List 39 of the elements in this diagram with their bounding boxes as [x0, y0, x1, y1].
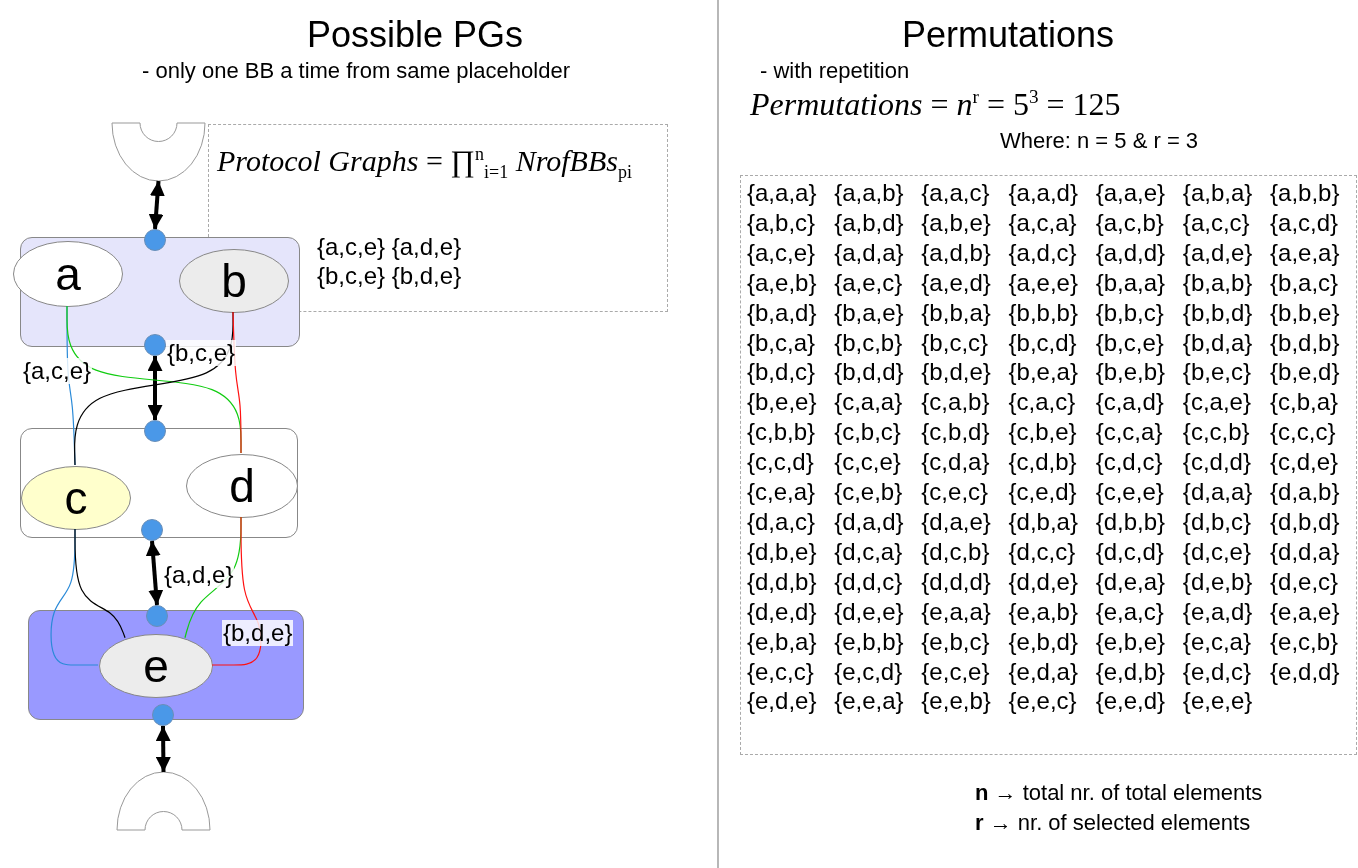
- node-label: e: [142, 639, 170, 694]
- placeholder-box: [20, 428, 298, 538]
- note: Where: n = 5 & r = 3: [1000, 128, 1199, 154]
- double-arrow: [148, 180, 165, 230]
- legend-note: r → nr. of selected elements: [975, 810, 1251, 836]
- permutation-list: {a,a,a} {a,a,b} {a,a,c} {a,a,d} {a,a,e} {a,b,a} {a,b,b} {a,b,c} {a,b,d} {a,b,e} {a,c,a} {a,c,b} {a,c,c} {a,c,d} {a,c,e} {a,d,a} {a,d,b} {a,d,c} {a,d,d} {a,d,e} {a,e,a} {a,e,b} {a,e,c} {a,e,d} {a,e,e} {b,a,a} {b,a,b} {b,a,c} {b,a,d} {b,a,e} {b,b,a} {b,b,b} {b,b,c} {b,b,d} {b,b,e} {b,c,a} {b,c,b} {b,c,c} {b,c,d} {b,c,e} {b,d,a} {b,d,b} {b,d,c} {b,d,d} {b,d,e} {b,e,a} {b,e,b} {b,e,c} {b,e,d} {b,e,e} {c,a,a} {c,a,b} {c,a,c} {c,a,d} {c,a,e} {c,b,a} {c,b,b} {c,b,c} {c,b,d} {c,b,e} {c,c,a} {c,c,b} {c,c,c} {c,c,d} {c,c,e} {c,d,a} {c,d,b} {c,d,c} {c,d,d} {c,d,e} {c,e,a} {c,e,b} {c,e,c} {c,e,d} {c,e,e} {d,a,a} {d,a,b} {d,a,c} {d,a,d} {d,a,e} {d,b,a} {d,b,b} {d,b,c} {d,b,d} {d,b,e} {d,c,a} {d,c,b} {d,c,c} {d,c,d} {d,c,e} {d,d,a} {d,d,b} {d,d,c} {d,d,d} {d,d,e} {d,e,a} {d,e,b} {d,e,c} {d,e,d} {d,e,e} {e,a,a} {e,a,b} {e,a,c} {e,a,d} {e,a,e} {e,b,a} {e,b,b} {e,b,c} {e,b,d} {e,b,e} {e,c,a} {e,c,b} {e,c,c} {e,c,d} {e,c,e} {e,d,a} {e,d,b} {e,d,c} {e,d,d} {e,d,e} {e,e,a} {e,e,b} {e,e,c} {e,e,d} {e,e,e}: [747, 178, 1355, 717]
- edge-label: {b,d,e}: [222, 620, 294, 646]
- heading: Possible PGs: [306, 14, 524, 56]
- double-arrow: [155, 725, 171, 773]
- legend-note: n → total nr. of total elements: [975, 780, 1263, 806]
- edge-label: {b,c,e}: [166, 340, 237, 366]
- ellipse-node: [99, 634, 213, 698]
- heading: Permutations: [901, 14, 1115, 56]
- node-label: b: [220, 254, 248, 309]
- node-label: c: [63, 471, 89, 526]
- node-label: d: [228, 459, 256, 514]
- connection-dot: [152, 704, 174, 726]
- formula-panel: [208, 124, 668, 312]
- subheading: - only one BB a time from same placeholder: [142, 58, 570, 84]
- connection-dot: [146, 605, 168, 627]
- set-list: {a,c,e} {a,d,e} {b,c,e} {b,d,e}: [317, 233, 517, 291]
- ellipse-node: [186, 454, 298, 518]
- subheading: - with repetition: [760, 58, 910, 84]
- ellipse-node: [21, 466, 131, 530]
- double-arrow: [145, 540, 164, 606]
- placeholder-box: [28, 610, 304, 720]
- formula: Permutations = n$^{r}$ = 5$^{3}$ = 125: [750, 86, 1121, 123]
- ellipse-node: [179, 249, 289, 313]
- edge-label: {a,c,e}: [22, 358, 93, 384]
- connection-line: [74, 528, 126, 639]
- connection-dot: [144, 229, 166, 251]
- socket-shape: [112, 123, 205, 181]
- double-arrow: [147, 356, 163, 420]
- connection-dot: [144, 420, 166, 442]
- connection-dot: [144, 334, 166, 356]
- node-label: a: [54, 247, 82, 302]
- socket-shape: [117, 772, 210, 830]
- formula: Protocol Graphs = ∏$^{n}$$_{i=1}$ NrofBBs$_{pi}$: [217, 143, 632, 184]
- ellipse-node: [13, 241, 123, 307]
